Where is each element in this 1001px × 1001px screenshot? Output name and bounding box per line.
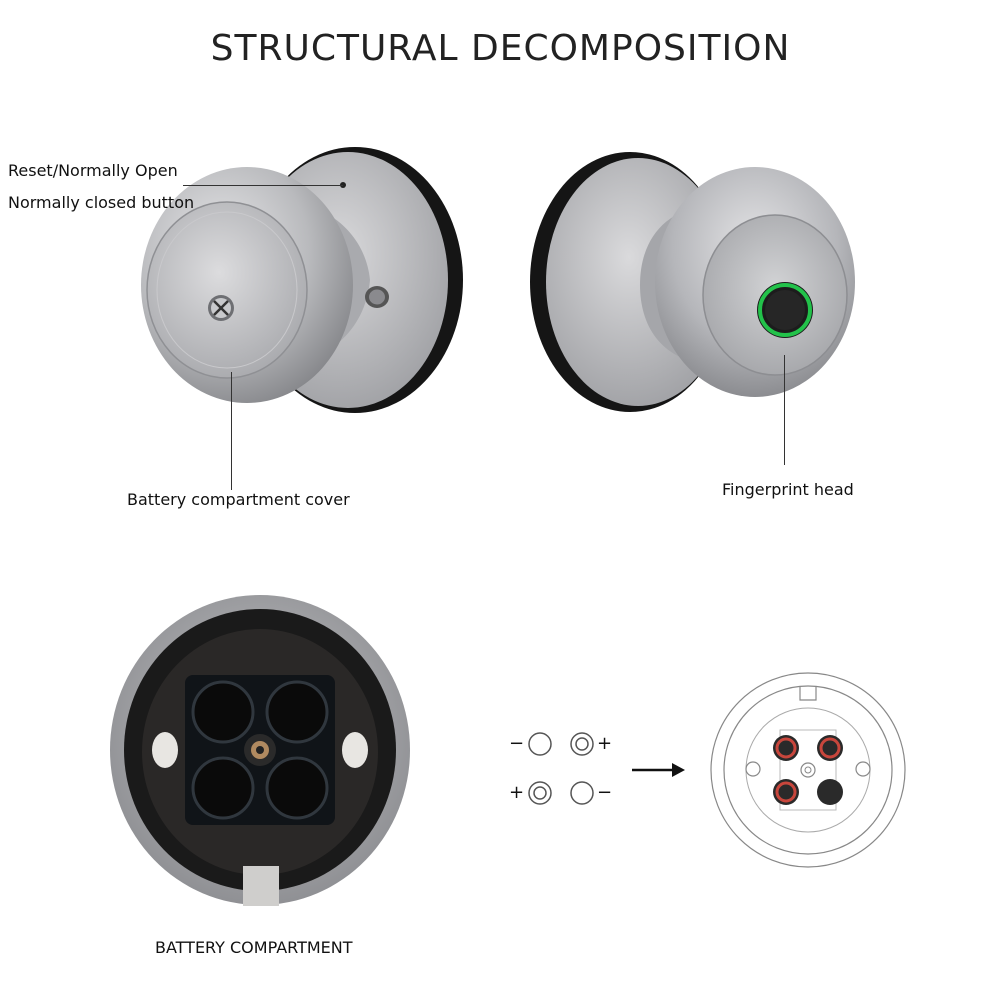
label-fingerprint-head: Fingerprint head — [722, 480, 854, 499]
polarity-sign-top-right: + — [597, 733, 613, 754]
arrow-right-icon — [632, 763, 685, 777]
battery-holder — [185, 675, 335, 825]
battery-schematic-diagram — [710, 672, 906, 868]
label-normally-closed-button: Normally closed button — [8, 193, 195, 212]
schematic-cell-bottom-left — [773, 779, 799, 805]
schematic-cell-bottom-right — [817, 779, 843, 805]
side-screw — [365, 286, 389, 308]
leader-battery-cover — [231, 372, 232, 490]
leader-fingerprint — [784, 355, 785, 465]
page-title: STRUCTURAL DECOMPOSITION — [210, 28, 791, 69]
polarity-sign-bottom-left: + — [509, 782, 525, 803]
label-reset-normally-open: Reset/Normally Open — [8, 161, 178, 180]
schematic-cell-top-right — [817, 735, 843, 761]
cell-ringed-icon — [570, 732, 594, 756]
schematic-cell-top-left — [773, 735, 799, 761]
label-battery-compartment-cover: Battery compartment cover — [127, 490, 350, 509]
battery-cover-cap — [146, 201, 308, 379]
knob-fingerprint-side-image — [530, 152, 855, 412]
label-battery-compartment: BATTERY COMPARTMENT — [155, 938, 353, 957]
polarity-sign-top-left: − — [509, 733, 525, 754]
cell-plain-icon — [570, 781, 594, 805]
fingerprint-sensor — [757, 282, 813, 338]
cap-screw — [208, 295, 234, 321]
leader-reset — [183, 185, 343, 186]
cell-plain-icon — [528, 732, 552, 756]
knob-battery-side-image — [141, 147, 463, 413]
reset-pinhole — [340, 182, 346, 188]
cell-ringed-icon — [528, 781, 552, 805]
battery-compartment-image — [110, 595, 410, 906]
polarity-sign-bottom-right: − — [597, 782, 613, 803]
